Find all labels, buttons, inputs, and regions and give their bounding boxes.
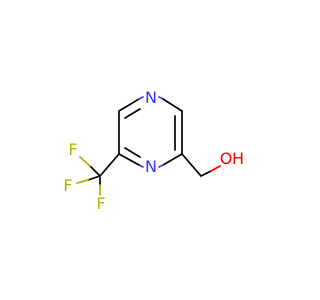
atom-n-top: N (145, 88, 157, 107)
bond-ch2-o-color (210, 165, 221, 172)
bond-n-bottom-c5-black (118, 153, 140, 166)
atom-labels: N N F F F O H (63, 88, 244, 213)
bond-n-bottom-c5-inner (124, 147, 141, 158)
atom-n-bottom: N (145, 157, 157, 176)
atom-f3: F (96, 194, 105, 213)
bond-c-n-top-left-color (138, 96, 144, 100)
bond-c-f1 (89, 165, 101, 177)
bond-c3-n-bottom-color (158, 164, 164, 168)
hydroxymethyl-group (181, 153, 221, 177)
bond-ring-ch2 (181, 153, 202, 177)
atom-h: H (232, 149, 244, 168)
atom-f2: F (63, 176, 72, 195)
bond-c-f2-color (76, 179, 89, 184)
bond-c-n-top-left-inner (124, 108, 141, 119)
bond-ring-cf3 (99, 153, 120, 177)
ring-bonds (118, 96, 183, 168)
bond-c-f2 (87, 175, 101, 181)
bond-n-top-right-black (162, 98, 183, 112)
trifluoromethyl-group (76, 153, 120, 196)
atom-o: O (220, 149, 233, 168)
bond-c3-n-bottom (162, 153, 183, 166)
molecule-structure: N N F F F O H (63, 88, 244, 213)
bond-ch2-o (200, 170, 212, 177)
bond-c-n-top-left (118, 98, 140, 112)
atom-f1: F (68, 140, 77, 159)
bond-c-f1-color (79, 156, 91, 167)
